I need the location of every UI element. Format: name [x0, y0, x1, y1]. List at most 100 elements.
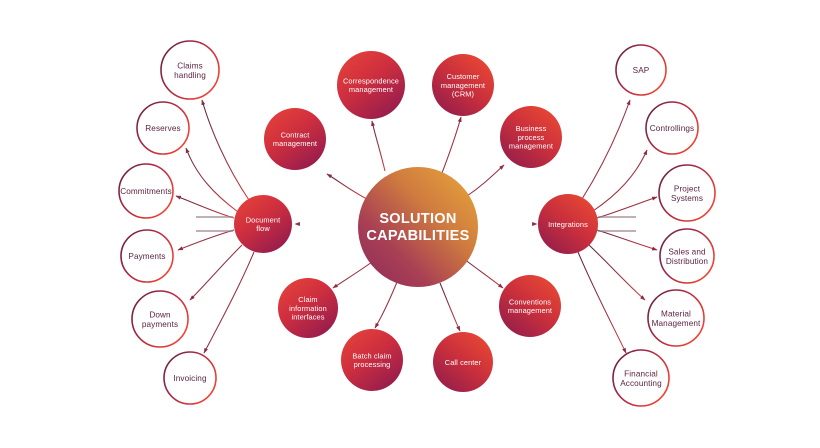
node-label-line: Conventions — [509, 298, 551, 307]
node-label-line: Document — [246, 216, 280, 225]
outer-node-circle[interactable] — [163, 351, 217, 405]
outer-node-circle[interactable] — [160, 40, 220, 100]
node-label-line: Financial — [624, 369, 658, 378]
connector-integrations-to-financial-accounting — [577, 251, 627, 354]
connector-document-flow-to-reserves — [185, 147, 239, 213]
inner-node-circle[interactable] — [432, 54, 494, 116]
connector-center-to-batch-claim — [374, 281, 398, 329]
connector-center-to-call-center — [439, 282, 461, 332]
connector-integrations-to-controllings — [592, 149, 648, 212]
node-label-line: flow — [256, 224, 270, 233]
outer-node-controllings[interactable]: Controllings — [645, 101, 699, 155]
node-label-line: Correspondence — [343, 77, 399, 86]
outer-node-commitments[interactable]: Commitments — [118, 163, 174, 219]
outer-node-reserves[interactable]: Reserves — [136, 101, 190, 155]
connector-document-flow-to-invoicing — [203, 251, 255, 354]
connector-integrations-to-project-systems — [596, 196, 658, 219]
outer-node-invoicing[interactable]: Invoicing — [163, 351, 217, 405]
connector-center-to-claim-info — [332, 261, 373, 289]
node-label-line: Batch claim — [352, 352, 391, 361]
connector-integrations-to-sales-distribution — [596, 229, 658, 251]
connector-integrations-to-material-management — [588, 244, 646, 301]
node-label-line: Project — [674, 184, 701, 193]
outer-node-circle[interactable] — [612, 349, 670, 407]
node-label-line: management — [349, 85, 393, 94]
center-node-label-line2: CAPABILITIES — [366, 228, 469, 244]
outer-node-circle[interactable] — [658, 164, 716, 222]
center-node-label-line1: SOLUTION — [379, 211, 456, 227]
inner-node-circle[interactable] — [278, 278, 338, 338]
node-label-line: Accounting — [620, 379, 662, 388]
node-label-line: Claim — [298, 295, 317, 304]
outer-node-circle[interactable] — [645, 101, 699, 155]
node-label-line: SAP — [633, 66, 650, 75]
connector-document-flow-to-commitments — [175, 195, 235, 219]
connector-center-to-contract — [326, 173, 368, 200]
node-label-line: management — [509, 141, 553, 150]
inner-node-call-center[interactable]: Call center — [433, 332, 493, 392]
inner-node-circle[interactable] — [337, 51, 405, 119]
inner-node-integrations[interactable]: Integrations — [538, 194, 598, 254]
outer-node-circle[interactable] — [131, 290, 189, 348]
node-label-line: Controllings — [650, 124, 694, 133]
inner-node-circle[interactable] — [433, 332, 493, 392]
node-label-line: information — [289, 304, 327, 313]
outer-node-circle[interactable] — [615, 44, 667, 96]
node-label-line: Distribution — [666, 257, 708, 266]
outer-node-circle[interactable] — [647, 289, 705, 347]
inner-node-circle[interactable] — [264, 108, 326, 170]
center-node-circle[interactable] — [358, 167, 478, 287]
outer-node-circle[interactable] — [120, 229, 174, 283]
node-label-line: payments — [142, 320, 178, 329]
node-label-line: Business — [516, 124, 547, 133]
inner-node-circle[interactable] — [538, 194, 598, 254]
node-label-line: Commitments — [120, 187, 172, 196]
outer-node-circle[interactable] — [136, 101, 190, 155]
center-node-solution-capabilities[interactable]: SOLUTION CAPABILITIES — [358, 167, 478, 287]
node-label-line: management — [441, 81, 485, 90]
connector-layer — [175, 99, 658, 354]
node-label-line: processing — [354, 360, 391, 369]
node-label-line: Integrations — [548, 220, 588, 229]
outer-node-circle[interactable] — [659, 228, 715, 284]
node-label-line: Management — [652, 319, 701, 328]
node-label-line: process — [518, 133, 545, 142]
node-label-line: management — [273, 139, 317, 148]
outer-node-circle[interactable] — [118, 163, 174, 219]
outer-node-sap[interactable]: SAP — [615, 44, 667, 96]
node-label-line: Customer — [447, 72, 480, 81]
node-label-line: Call center — [445, 358, 482, 367]
outer-node-payments[interactable]: Payments — [120, 229, 174, 283]
node-label-line: management — [508, 306, 552, 315]
inner-node-circle[interactable] — [234, 195, 292, 253]
node-label-line: Sales and — [668, 247, 706, 256]
node-label-line: Contract — [281, 131, 310, 140]
connector-document-flow-to-claims-handling — [201, 99, 250, 201]
inner-node-circle[interactable] — [500, 106, 562, 168]
connector-center-to-correspondence — [371, 120, 386, 172]
connector-integrations-to-sap — [581, 99, 631, 200]
inner-node-circle[interactable] — [499, 275, 561, 337]
outer-node-layer: ClaimshandlingReservesCommitmentsPayment… — [118, 40, 716, 407]
connector-document-flow-to-payments — [177, 229, 235, 251]
inner-node-circle[interactable] — [341, 329, 403, 391]
connector-center-to-customer — [441, 116, 462, 174]
node-label-line: Claims — [177, 61, 203, 70]
node-label-line: Payments — [128, 252, 165, 261]
